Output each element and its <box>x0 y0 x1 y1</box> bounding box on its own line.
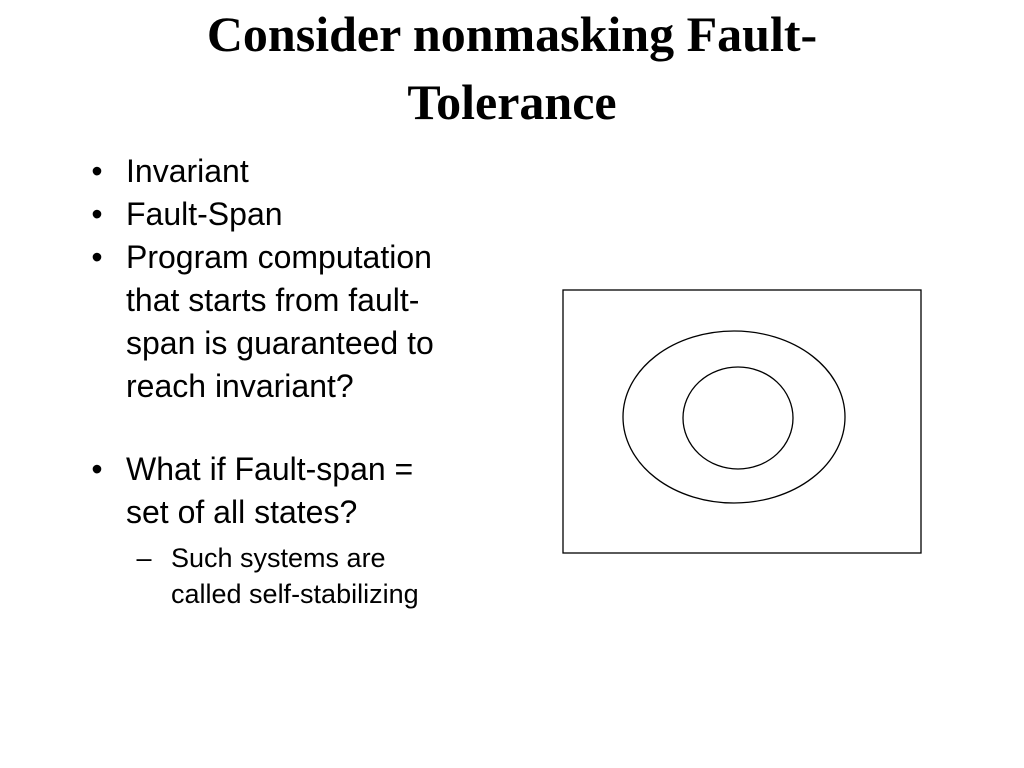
title-line-1: Consider nonmasking Fault- <box>206 6 818 62</box>
bullet-line: reach invariant? <box>126 368 354 404</box>
sub-bullet-line: Such systems are <box>171 543 386 573</box>
bullet-marker: • <box>91 153 103 189</box>
bullet-line: Invariant <box>126 153 249 189</box>
state-space-diagram <box>562 289 922 554</box>
bullet-line: that starts from fault- <box>126 282 420 318</box>
bullet-list: • Invariant • Fault-Span • Program compu… <box>82 150 532 612</box>
bullet-what-if: • What if Fault-span = set of all states… <box>82 448 532 612</box>
bullet-line: Program computation <box>126 239 432 275</box>
bullet-fault-span: • Fault-Span <box>82 193 532 236</box>
sub-bullet-self-stabilizing: – Such systems are called self-stabilizi… <box>126 540 532 612</box>
bullet-line: What if Fault-span = <box>126 451 414 487</box>
bullet-marker: • <box>91 196 103 232</box>
bullet-program-computation: • Program computation that starts from f… <box>82 236 532 408</box>
invariant-circle <box>682 366 794 470</box>
sub-bullet-line: called self-stabilizing <box>171 579 419 609</box>
sub-bullet-marker: – <box>136 543 152 573</box>
bullet-line: Fault-Span <box>126 196 283 232</box>
slide-title: Consider nonmasking Fault- Tolerance <box>0 0 1024 136</box>
bullet-marker: • <box>91 239 103 275</box>
bullet-line: span is guaranteed to <box>126 325 434 361</box>
bullet-marker: • <box>91 451 103 487</box>
title-line-2: Tolerance <box>407 74 617 130</box>
bullet-invariant: • Invariant <box>82 150 532 193</box>
bullet-line: set of all states? <box>126 494 358 530</box>
